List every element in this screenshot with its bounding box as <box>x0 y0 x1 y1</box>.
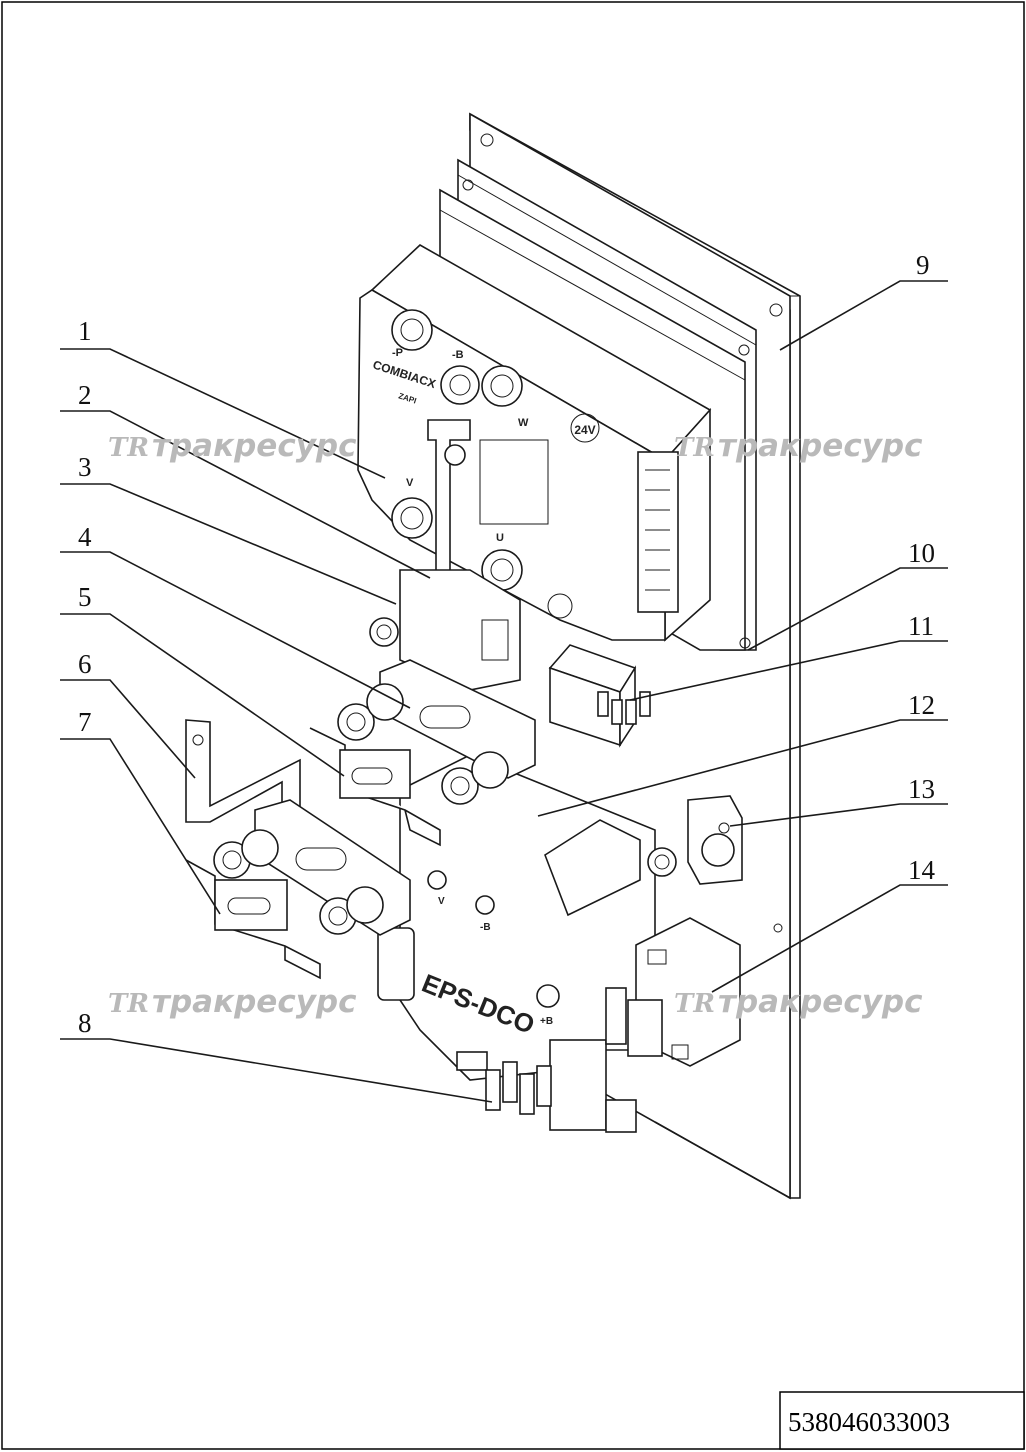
svg-text:-B: -B <box>452 349 464 361</box>
part-number: 538046033003 <box>788 1407 950 1437</box>
svg-text:W: W <box>518 417 529 429</box>
callout-13: 13 <box>908 774 935 804</box>
callout-3: 3 <box>78 452 92 482</box>
callout-9: 9 <box>916 250 930 280</box>
callout-14: 14 <box>908 855 936 885</box>
watermark-top-right: TR тракресурс <box>674 428 923 464</box>
svg-text:-P: -P <box>392 347 403 359</box>
callout-4: 4 <box>78 522 92 552</box>
stud-terminal <box>647 795 743 885</box>
callout-10: 10 <box>908 538 935 568</box>
callout-5: 5 <box>78 582 92 612</box>
svg-text:тракресурс: тракресурс <box>152 428 357 464</box>
watermark-bottom-left: TR тракресурс <box>108 984 357 1020</box>
svg-text:TR: TR <box>108 989 149 1019</box>
fuse-holder-upper <box>337 659 536 805</box>
svg-text:-B: -B <box>480 922 491 933</box>
fuse-holder-lower <box>213 799 411 936</box>
dc-converter-module: EPS-DCO V -B +B <box>377 754 656 1133</box>
callout-11: 11 <box>908 611 934 641</box>
relay <box>548 644 651 748</box>
callout-1: 1 <box>78 316 92 346</box>
svg-text:тракресурс: тракресурс <box>718 428 923 464</box>
terminal-b-minus: -B <box>440 349 480 405</box>
svg-text:U: U <box>496 532 504 544</box>
terminal-block <box>369 569 521 691</box>
svg-text:V: V <box>438 896 445 907</box>
part-number-box: 538046033003 <box>779 1391 1025 1450</box>
terminal-u: U <box>481 532 523 591</box>
callout-8: 8 <box>78 1008 92 1038</box>
callout-2: 2 <box>78 380 92 410</box>
svg-text:тракресурс: тракресурс <box>152 984 357 1020</box>
motor-controller: 24V COMBIACX ZAPI -P -B W V U <box>357 244 712 642</box>
terminal-p: -P <box>391 309 433 359</box>
svg-text:+B: +B <box>540 1016 553 1027</box>
watermark-bottom-right: TR тракресурс <box>674 984 923 1020</box>
callout-6: 6 <box>78 649 92 679</box>
controller-voltage-label: 24V <box>574 423 595 437</box>
svg-text:TR: TR <box>674 989 715 1019</box>
fuse-lower <box>185 859 321 980</box>
callout-12: 12 <box>908 690 935 720</box>
terminal-v: V <box>391 477 433 539</box>
svg-text:TR: TR <box>674 433 715 463</box>
blade-connector <box>485 1061 552 1115</box>
terminal-w: W <box>481 365 529 429</box>
svg-text:TR: TR <box>108 433 149 463</box>
callout-leaders <box>60 280 948 1199</box>
callout-7: 7 <box>78 707 92 737</box>
svg-text:V: V <box>406 477 414 489</box>
watermark-top-left: TR тракресурс <box>108 428 357 464</box>
fuse-upper <box>309 727 441 847</box>
connector-housing <box>605 917 741 1067</box>
callout-numbers: 1 2 3 4 5 6 7 8 9 10 11 12 13 14 <box>78 250 936 1038</box>
svg-text:тракресурс: тракресурс <box>718 984 923 1020</box>
